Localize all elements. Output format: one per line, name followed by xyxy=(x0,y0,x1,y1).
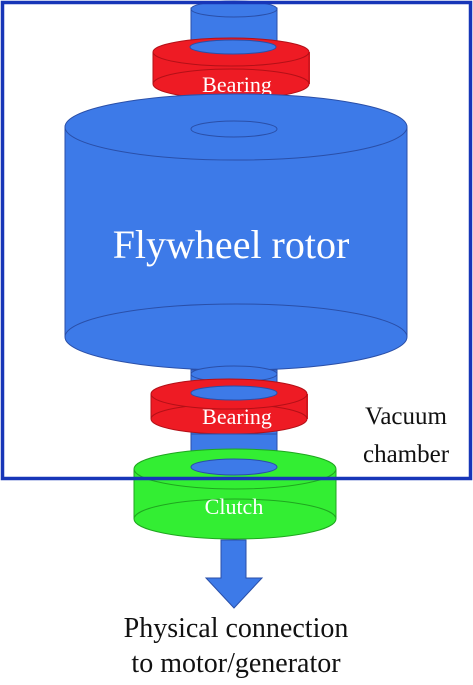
bearing-bottom-label: Bearing xyxy=(202,404,272,429)
flywheel-rotor xyxy=(64,93,408,371)
bottom-bearing xyxy=(150,378,308,435)
top-bearing xyxy=(152,37,310,100)
bearing-top-label: Bearing xyxy=(202,72,272,97)
vacuum-chamber-border xyxy=(0,0,473,481)
output-label-line2: to motor/generator xyxy=(131,648,341,679)
output-arrow xyxy=(204,539,264,609)
output-label-line1: Physical connection xyxy=(124,613,349,644)
rotor-label: Flywheel rotor xyxy=(113,222,350,267)
chamber-label-line1: Vacuum xyxy=(365,403,447,430)
chamber-label-line2: chamber xyxy=(363,441,450,468)
clutch-label: Clutch xyxy=(205,494,264,519)
